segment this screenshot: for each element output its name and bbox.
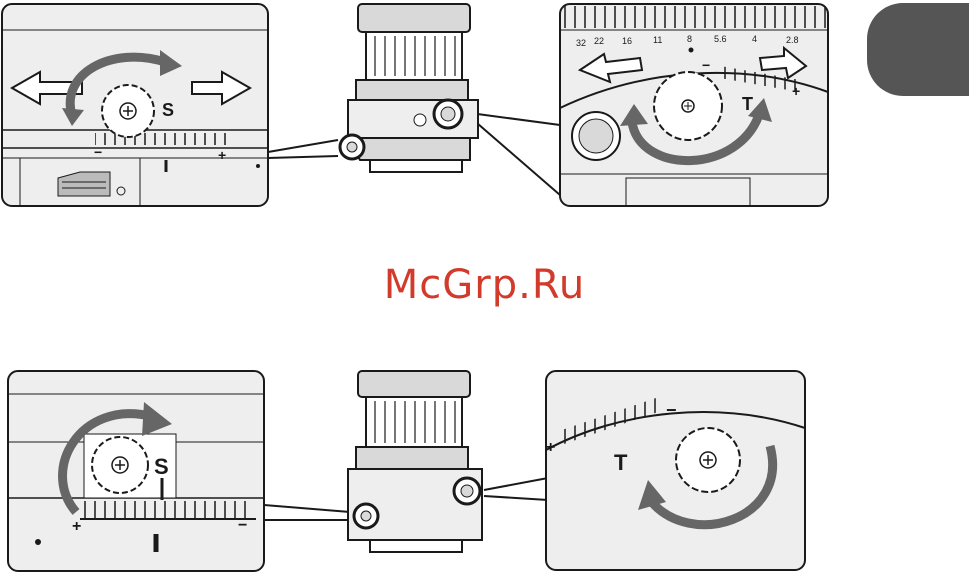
bl-plus: +	[72, 518, 81, 535]
top-right-panel: 32 22 16 11 8 5.6 4 2.8 − + T	[560, 4, 828, 206]
aperture-32: 32	[576, 38, 586, 48]
tr-t-mark: T	[742, 94, 753, 114]
br-minus: −	[666, 400, 677, 420]
tl-s-mark: S	[162, 100, 174, 120]
aperture-4: 4	[752, 34, 757, 44]
aperture-8: 8	[687, 34, 692, 44]
bottom-right-panel: + − T	[546, 371, 805, 570]
knob-icon	[92, 437, 148, 493]
tr-minus: −	[702, 57, 710, 73]
lens-icon	[348, 371, 482, 552]
br-t-mark: T	[614, 450, 628, 475]
aperture-2-8: 2.8	[786, 35, 799, 45]
aperture-11: 11	[653, 35, 662, 45]
bottom-left-panel: + − S	[8, 371, 264, 571]
tl-plus: +	[218, 147, 226, 163]
bl-s-mark: S	[154, 454, 169, 479]
top-left-panel: − + S	[2, 4, 268, 206]
watermark: McGrp.Ru	[0, 262, 969, 308]
aperture-5-6: 5.6	[714, 34, 727, 44]
knob-icon	[676, 428, 740, 492]
aperture-16: 16	[622, 36, 632, 46]
knob-icon	[654, 72, 722, 140]
tr-plus: +	[792, 83, 800, 99]
aperture-22: 22	[594, 36, 604, 46]
knob-icon	[102, 85, 154, 137]
tl-minus: −	[94, 144, 102, 160]
br-plus: +	[546, 439, 555, 456]
lens-icon	[340, 4, 478, 172]
bl-minus: −	[238, 517, 247, 534]
